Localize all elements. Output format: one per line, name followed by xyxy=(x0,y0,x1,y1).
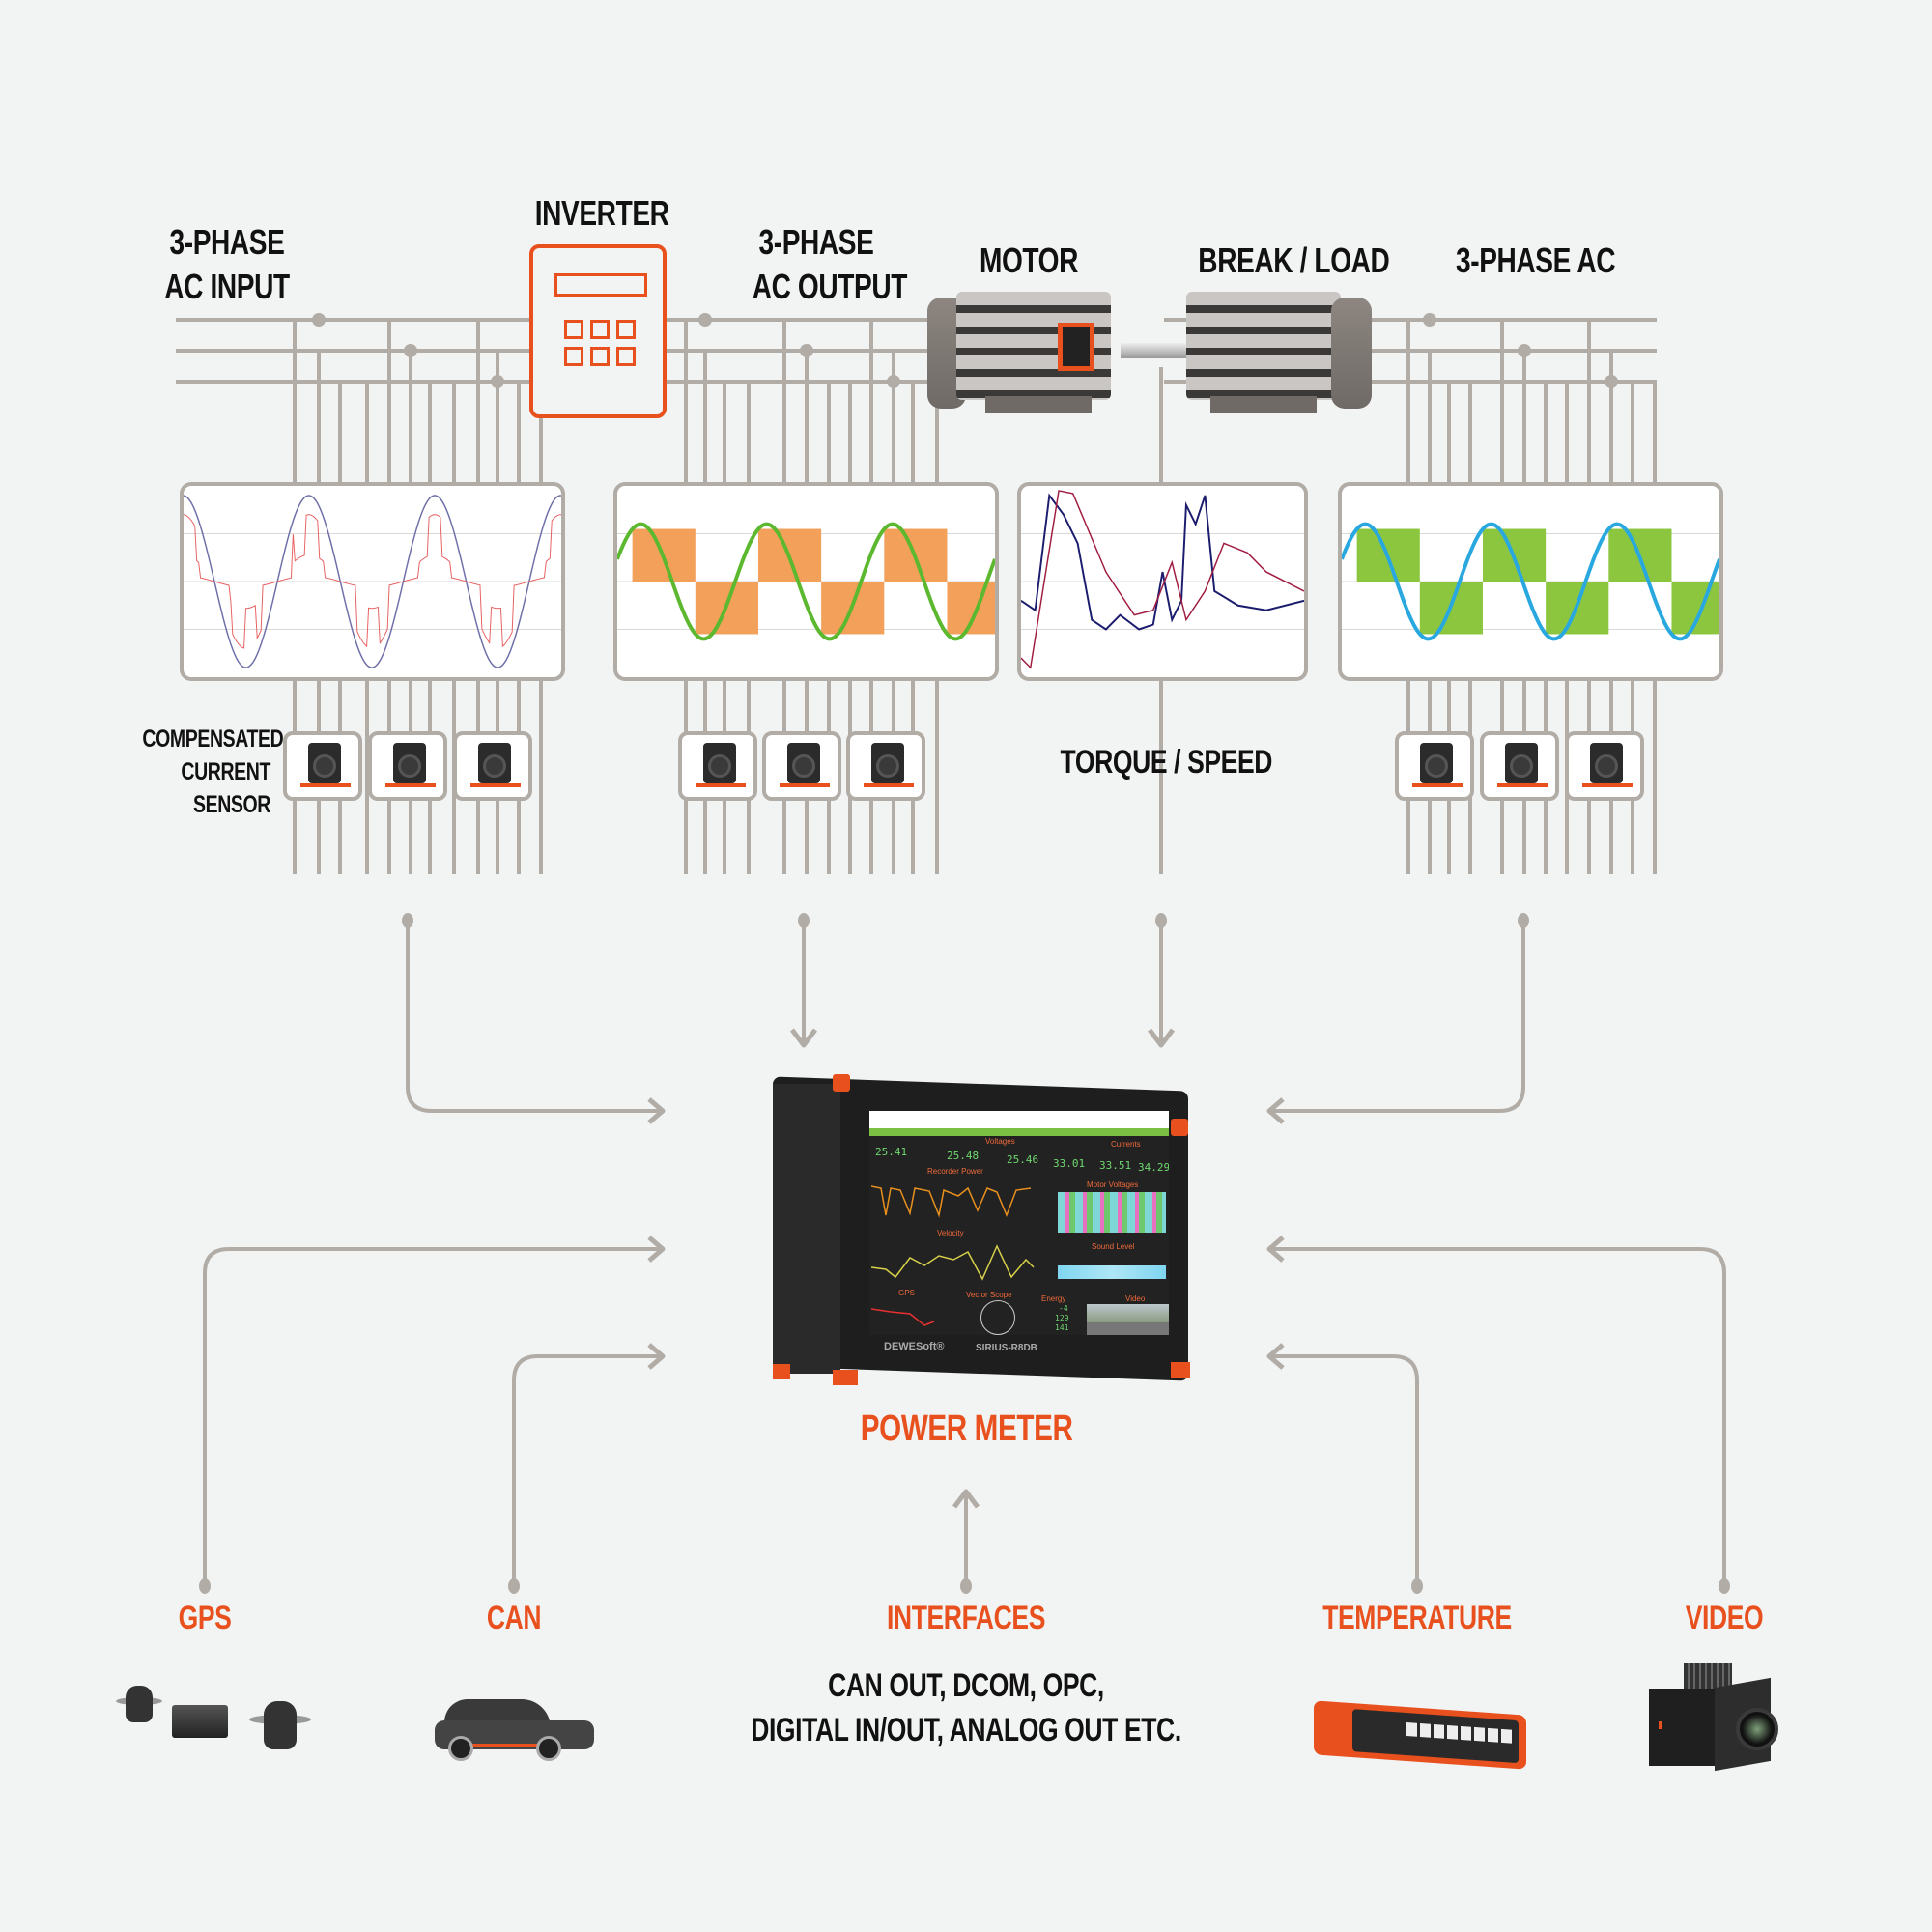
load-image xyxy=(1186,290,1379,415)
screen-panel-gps: GPS xyxy=(898,1289,915,1297)
motor-label: MOTOR xyxy=(979,241,1079,280)
interfaces-line1: CAN OUT, DCOM, OPC, xyxy=(828,1667,1104,1704)
screen-toolbar xyxy=(869,1111,1169,1128)
ac-output-line1: 3-PHASE xyxy=(758,222,874,262)
junction-dot xyxy=(800,344,813,357)
screen-current-2: 33.51 xyxy=(1099,1159,1132,1172)
screen-panel-vector-scope: Vector Scope xyxy=(966,1291,1012,1299)
ac-output-line2: AC OUTPUT xyxy=(752,267,908,306)
sensor-label-line1: COMPENSATED xyxy=(142,725,284,753)
input-scope xyxy=(180,482,565,681)
screen-panel-sound-level: Sound Level xyxy=(1092,1242,1135,1251)
current-sensor-icon xyxy=(678,731,757,801)
current-sensor-icon xyxy=(846,731,925,801)
current-sensor-icon xyxy=(1565,731,1644,801)
torque-scope xyxy=(1017,482,1308,681)
sensor-label: COMPENSATED CURRENT SENSOR xyxy=(142,723,284,821)
screen-energy-1: -4 xyxy=(1059,1304,1068,1313)
screen-energy-2: 129 xyxy=(1055,1314,1069,1322)
current-sensor-icon xyxy=(283,731,362,801)
speed-trace xyxy=(1021,490,1304,669)
junction-dot xyxy=(1605,375,1618,388)
brand-logo: DEWESoft® xyxy=(884,1341,945,1352)
model-name: SIRIUS-R8DB xyxy=(976,1343,1037,1353)
current-sensor-icon xyxy=(453,731,532,801)
current-sensor-icon xyxy=(368,731,447,801)
camera-icon xyxy=(1647,1663,1792,1772)
sensor-label-line3: SENSOR xyxy=(192,791,270,818)
sine-trace xyxy=(617,522,995,641)
car-icon xyxy=(435,1686,599,1763)
ac-input-line2: AC INPUT xyxy=(164,267,290,306)
torque-trace xyxy=(1021,493,1304,631)
gps-antenna-icon xyxy=(114,1686,311,1763)
motor-voltages-plot xyxy=(1058,1192,1166,1233)
current-sensor-icon xyxy=(762,731,841,801)
video-label: VIDEO xyxy=(1685,1600,1764,1636)
output-scope xyxy=(613,482,999,681)
junction-dot xyxy=(698,313,712,327)
gps-label: GPS xyxy=(178,1600,232,1636)
screen-currents-title: Currents xyxy=(1111,1140,1141,1149)
screen-panel-motor-voltages: Motor Voltages xyxy=(1087,1180,1139,1189)
screen-current-1: 33.01 xyxy=(1053,1157,1086,1170)
ac-input-label: 3-PHASE AC INPUT xyxy=(163,220,292,309)
ac-input-line1: 3-PHASE xyxy=(169,222,285,262)
current-sensor-icon xyxy=(1480,731,1559,801)
torque-speed-label: TORQUE / SPEED xyxy=(1060,744,1273,781)
vector-scope-plot xyxy=(980,1300,1015,1335)
voltage-trace xyxy=(184,495,561,668)
shaft-coupling xyxy=(1121,343,1188,358)
break-load-label: BREAK / LOAD xyxy=(1198,241,1390,280)
motor-image xyxy=(927,290,1121,415)
interfaces-label: INTERFACES xyxy=(886,1600,1046,1636)
screen-voltage-2: 25.48 xyxy=(947,1150,980,1162)
velocity-plot xyxy=(871,1244,1035,1281)
junction-dot xyxy=(491,375,504,388)
junction-dot xyxy=(404,344,417,357)
screen-current-3: 34.29 xyxy=(1138,1161,1169,1174)
video-thumbnail xyxy=(1087,1304,1169,1335)
screen-voltage-1: 25.41 xyxy=(875,1146,908,1158)
interfaces-description: CAN OUT, DCOM, OPC, DIGITAL IN/OUT, ANAL… xyxy=(740,1663,1192,1752)
ac-right-label: 3-PHASE AC xyxy=(1456,241,1616,280)
screen-panel-energy: Energy xyxy=(1041,1294,1066,1303)
interfaces-line2: DIGITAL IN/OUT, ANALOG OUT ETC. xyxy=(751,1712,1181,1748)
screen-voltages-title: Voltages xyxy=(985,1137,1015,1146)
junction-dot xyxy=(887,375,900,388)
power-meter-screen: Voltages 25.41 25.48 25.46 Currents 33.0… xyxy=(869,1111,1169,1335)
screen-panel-recorder-power: Recorder Power xyxy=(927,1167,983,1176)
junction-dot xyxy=(1518,344,1531,357)
gps-track-plot xyxy=(871,1308,935,1326)
power-meter-label: POWER METER xyxy=(860,1408,1073,1449)
temperature-label: TEMPERATURE xyxy=(1322,1600,1512,1636)
screen-panel-video: Video xyxy=(1125,1294,1146,1303)
sine-trace xyxy=(1342,522,1719,641)
can-label: CAN xyxy=(486,1600,542,1636)
ac-scope xyxy=(1338,482,1723,681)
current-trace xyxy=(184,514,561,649)
sensor-label-line2: CURRENT xyxy=(181,758,270,785)
ac-output-label: 3-PHASE AC OUTPUT xyxy=(752,220,908,309)
junction-dot xyxy=(1423,313,1436,327)
screen-voltage-3: 25.46 xyxy=(1007,1153,1039,1166)
inverter-label: INVERTER xyxy=(534,193,669,233)
inverter-icon xyxy=(529,244,667,418)
screen-panel-velocity: Velocity xyxy=(937,1229,964,1237)
junction-dot xyxy=(312,313,326,327)
sound-level-plot xyxy=(1058,1265,1166,1279)
screen-energy-3: 141 xyxy=(1055,1323,1069,1332)
recorder-power-plot xyxy=(871,1185,1032,1218)
current-sensor-icon xyxy=(1395,731,1474,801)
